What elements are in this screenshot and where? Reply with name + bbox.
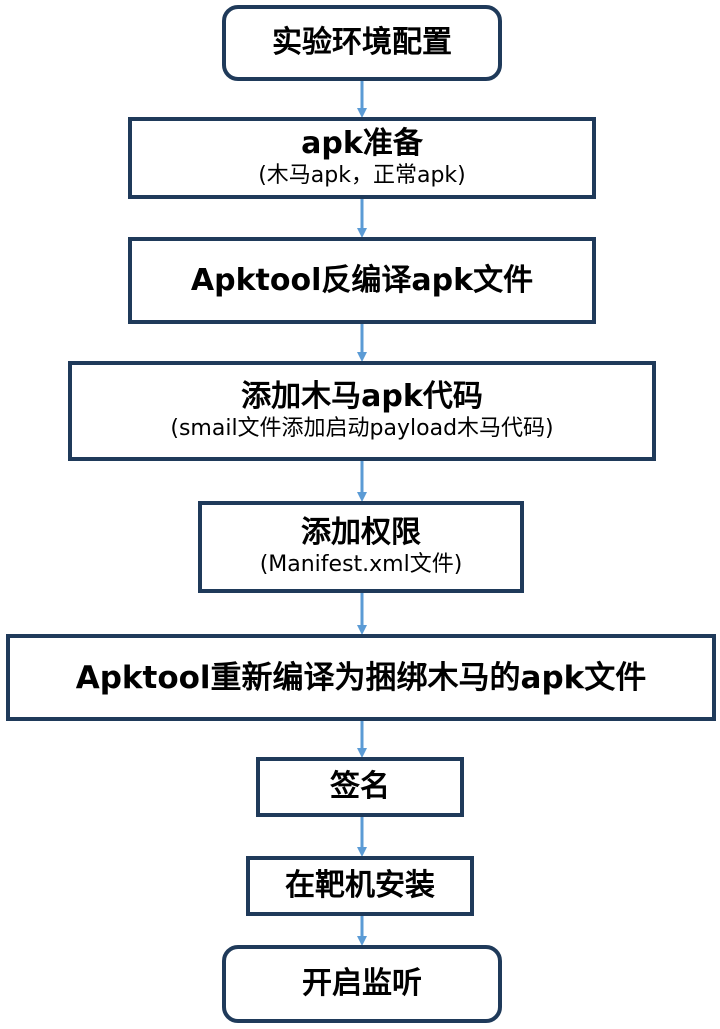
step-title: 实验环境配置 xyxy=(272,25,452,60)
step-subtitle: (木马apk，正常apk) xyxy=(258,163,466,188)
step-add-trojan-code: 添加木马apk代码 (smail文件添加启动payload木马代码) xyxy=(68,361,656,461)
step-title: 添加权限 xyxy=(301,515,421,550)
step-apktool-rebuild: Apktool重新编译为捆绑木马的apk文件 xyxy=(6,634,716,721)
step-subtitle: (smail文件添加启动payload木马代码) xyxy=(170,416,554,441)
step-apktool-decompile: Apktool反编译apk文件 xyxy=(128,237,596,324)
step-title: 在靶机安装 xyxy=(285,868,435,903)
step-apk-prepare: apk准备 (木马apk，正常apk) xyxy=(128,117,596,199)
step-start-listening: 开启监听 xyxy=(222,945,502,1023)
step-title: 签名 xyxy=(330,769,390,804)
step-sign: 签名 xyxy=(256,757,464,817)
step-title: 添加木马apk代码 xyxy=(241,379,483,414)
step-env-setup: 实验环境配置 xyxy=(222,5,502,81)
step-title: apk准备 xyxy=(301,126,423,161)
step-title: Apktool反编译apk文件 xyxy=(190,262,534,298)
step-subtitle: (Manifest.xml文件) xyxy=(259,552,463,577)
step-add-permissions: 添加权限 (Manifest.xml文件) xyxy=(198,501,524,593)
step-title: 开启监听 xyxy=(302,966,422,1001)
step-install-on-target: 在靶机安装 xyxy=(246,856,474,916)
step-title: Apktool重新编译为捆绑木马的apk文件 xyxy=(75,659,647,696)
